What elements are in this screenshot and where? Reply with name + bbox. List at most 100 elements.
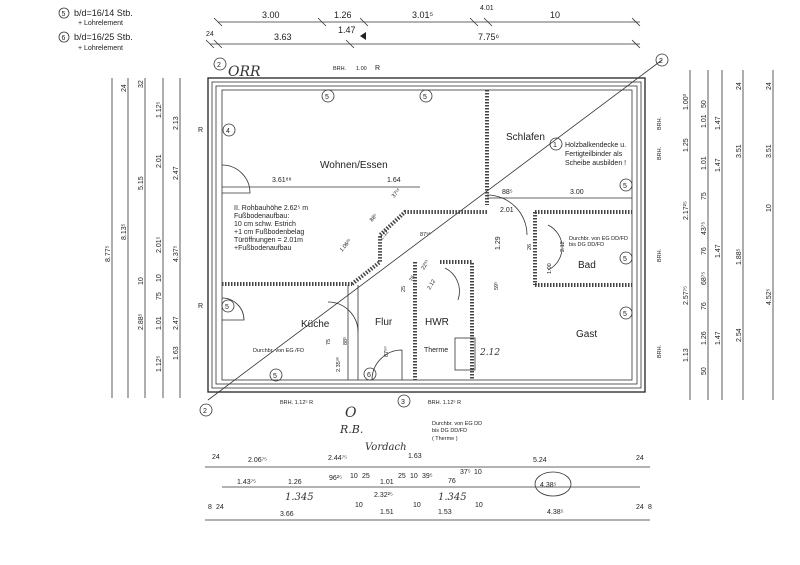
dim-label: 3.51 [766, 144, 773, 158]
dim-label: 1.47 [715, 244, 722, 258]
dim-label: 1.25 [683, 138, 690, 152]
dim-label: 3.63 [274, 32, 292, 42]
marker-5: 5 [423, 94, 427, 101]
dim-label: 1.06²⁵ [338, 237, 353, 253]
dim-label: 3.00 [570, 189, 584, 196]
dim-label: 2.44⁷⁵ [328, 455, 347, 462]
room-kueche: Küche [301, 319, 330, 330]
window-brh: BRH. [333, 66, 347, 72]
note-line: Durchbr. von EG DD [432, 421, 482, 427]
legend-num: 6 [62, 35, 66, 42]
dim-label: 75 [156, 292, 163, 300]
dim-label: 26 [527, 244, 533, 250]
note-line: II. Rohbauhöhe 2.62⁵ m [234, 205, 308, 212]
dim-label: 1.12⁵ [156, 101, 163, 118]
dim-label: 76 [701, 302, 708, 310]
dim-label: 10 [766, 204, 773, 212]
window-height: 1.00 [356, 66, 367, 72]
marker-circle [58, 31, 70, 43]
marker-4: 4 [226, 128, 230, 135]
dim-label: 75 [701, 192, 708, 200]
room-wohnen-essen: Wohnen/Essen [320, 160, 388, 171]
dim-label: 1.12⁵ [156, 355, 163, 372]
room-labels: Wohnen/Essen Schlafen Bad Gast Küche Flu… [301, 132, 597, 354]
legend-line: b/d=16/14 Stb. [74, 8, 133, 18]
dim-label: 24 [212, 454, 220, 461]
building-walls [207, 59, 663, 401]
dim-label: 22⁸¹ [420, 258, 431, 271]
dim-label: 25 [401, 286, 407, 292]
dim-label: 10 [410, 473, 418, 480]
dim-label: 2.47 [173, 316, 180, 330]
dim-label: 24 [636, 504, 644, 511]
window-brh: BRH. [657, 146, 663, 160]
dim-label: 1.63 [408, 453, 422, 460]
dim-label: 75 [326, 339, 332, 345]
dim-label: 1.88⁵ [736, 248, 743, 265]
dim-label: 8.77⁵ [105, 245, 112, 262]
dim-label: 2.06⁷⁵ [248, 457, 267, 464]
dim-label: 24 [121, 84, 128, 92]
dim-label: 5.15 [138, 176, 145, 190]
room-hwr: HWR [425, 317, 449, 328]
dim-label: 24 [216, 504, 224, 511]
dim-label: 96²⁵ [329, 475, 342, 482]
dim-label: 3.61⁸⁸ [272, 177, 292, 184]
dim-label: 1.01 [156, 316, 163, 330]
dim-label: 10 [413, 502, 421, 509]
room-bad: Bad [578, 260, 596, 271]
dim-label: 37⁵ [460, 469, 471, 476]
marker-circle [58, 7, 70, 19]
note-line: Scheibe ausbilden ! [565, 160, 626, 167]
marker-6: 6 [367, 372, 371, 379]
dim-label: 24 [636, 455, 644, 462]
marker-5: 5 [623, 183, 627, 190]
dim-label: 10 [474, 469, 482, 476]
window-brh: BRH. [657, 344, 663, 358]
arrow-icon [360, 32, 366, 40]
handwritten-rb: R.B. [339, 423, 363, 436]
dim-label: 4.37⁵ [173, 245, 180, 262]
dim-label: 1.43⁷⁵ [237, 479, 256, 486]
dim-label: 4.01 [480, 5, 494, 12]
dim-label: 1.00 [547, 263, 553, 274]
dim-label: 1.01 [701, 156, 708, 170]
dim-label: 1.26 [701, 331, 708, 345]
dim-label: 8 [208, 504, 212, 511]
top-dimensions: 3.00 1.26 3.01⁵ 10 4.01 24 3.63 1.47 7.7… [205, 5, 641, 49]
dim-label: 87⁵⁶ [420, 231, 431, 238]
marker-1: 1 [553, 142, 557, 149]
note-line: bis DG DD/FD [569, 242, 604, 248]
note-line: Fußbodenaufbau: [234, 213, 289, 220]
dim-label: 1.26 [334, 10, 352, 20]
marker-3: 3 [401, 399, 405, 406]
dim-label: 10 [550, 10, 560, 20]
dim-label: 2.01 [156, 154, 163, 168]
legend-line: + Lohrelement [78, 45, 123, 52]
note-line: +Fußbodenaufbau [234, 245, 292, 252]
dim-label: 2.01⁵ [156, 236, 163, 253]
note-line: Türöffnungen = 2.01m [234, 237, 303, 244]
dim-label: 1.53 [438, 509, 452, 516]
dim-label: 88⁵ [342, 337, 349, 345]
handwritten-dim: 1.345 [438, 492, 467, 503]
dim-label: 2.57⁷⁵ [683, 286, 690, 305]
dim-label: 32 [138, 80, 145, 88]
dim-label: 25 [398, 473, 406, 480]
dim-label: 1.47 [338, 25, 356, 35]
dim-label: 4.52⁵ [766, 288, 773, 305]
room-therme: Therme [424, 347, 448, 354]
dim-label: 10 [475, 502, 483, 509]
dim-label: 2.32²⁵ [374, 492, 393, 499]
dim-label: 87⁵⁰ [383, 346, 390, 357]
dim-label: 2.47 [173, 166, 180, 180]
legend-line: + Lohrelement [78, 20, 123, 27]
dim-label: 24 [766, 82, 773, 90]
note-line: bis DG DD/FD [432, 428, 467, 434]
note-line: 10 cm schw. Estrich [234, 221, 296, 228]
dim-label: 3.01⁵ [412, 10, 434, 20]
left-dimensions: 8.77⁵ 8.13⁵ 24 5.15 10 2.88⁵ 32 1.12⁵ 2.… [105, 78, 181, 398]
dim-label: 1.00³ [683, 93, 690, 110]
dim-label: 2.17²⁵ [683, 201, 690, 220]
